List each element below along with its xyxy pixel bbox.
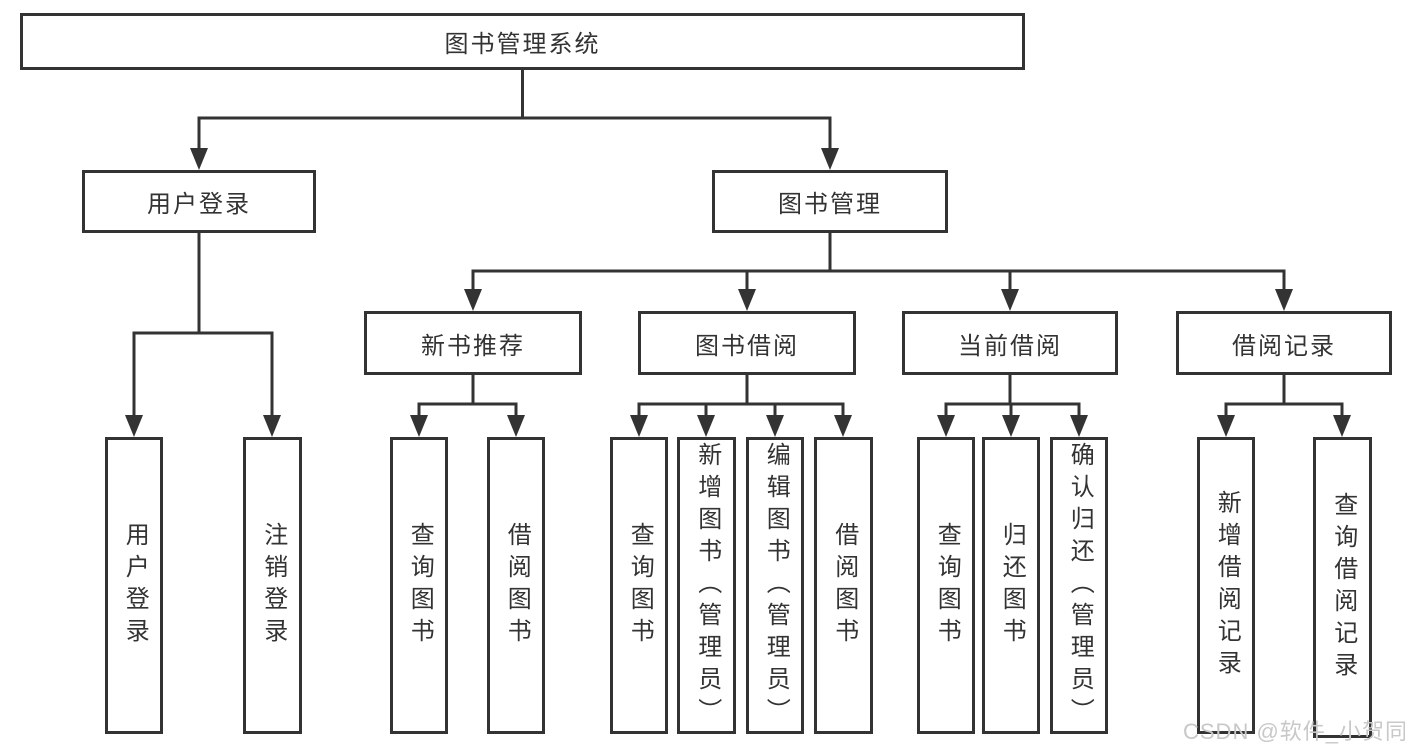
leaf-newbook-borrow-books: 借阅图书 xyxy=(487,437,545,734)
leaf-current-query-books: 查询图书 xyxy=(917,437,975,734)
leaf-current-confirm-return-admin-label: 确认归还（管理员） xyxy=(1066,441,1094,730)
leaf-record-query-borrow-record: 查询借阅记录 xyxy=(1313,437,1372,738)
node-new-book-recommend-label: 新书推荐 xyxy=(421,332,525,360)
leaf-current-confirm-return-admin: 确认归还（管理员） xyxy=(1050,437,1108,734)
leaf-borrow-add-book-admin: 新增图书（管理员） xyxy=(677,437,736,734)
leaf-borrow-edit-book-admin-label: 编辑图书（管理员） xyxy=(762,441,790,730)
leaf-borrow-query-books-label: 查询图书 xyxy=(626,521,654,650)
leaf-borrow-add-book-admin-label: 新增图书（管理员） xyxy=(693,441,721,730)
node-book-management-label: 图书管理 xyxy=(778,191,882,218)
leaf-current-return-books: 归还图书 xyxy=(982,437,1040,734)
leaf-current-query-books-label: 查询图书 xyxy=(933,521,961,650)
connector-new-book-children xyxy=(410,373,525,437)
connector-book-borrow-children xyxy=(630,373,852,437)
leaf-logout: 注销登录 xyxy=(243,437,302,734)
node-book-borrow-label: 图书借阅 xyxy=(695,332,799,360)
connector-current-borrow-children xyxy=(937,373,1088,437)
connector-user-login-children xyxy=(125,231,281,437)
node-root-label: 图书管理系统 xyxy=(444,31,601,58)
node-book-borrow: 图书借阅 xyxy=(638,311,856,375)
leaf-user-login-label: 用户登录 xyxy=(121,521,149,650)
leaf-borrow-borrow-books-label: 借阅图书 xyxy=(830,521,858,650)
connector-borrow-record-children xyxy=(1217,373,1351,437)
node-borrow-record: 借阅记录 xyxy=(1176,311,1392,375)
leaf-record-add-borrow-record: 新增借阅记录 xyxy=(1197,437,1255,734)
leaf-newbook-borrow-books-label: 借阅图书 xyxy=(503,521,531,650)
leaf-record-add-borrow-record-label: 新增借阅记录 xyxy=(1213,489,1241,682)
leaf-user-login: 用户登录 xyxy=(105,437,163,734)
csdn-watermark: CSDN @软件_小贺同学 xyxy=(1183,719,1405,744)
node-user-login: 用户登录 xyxy=(82,170,316,233)
leaf-borrow-edit-book-admin: 编辑图书（管理员） xyxy=(746,437,804,734)
leaf-record-query-borrow-record-label: 查询借阅记录 xyxy=(1329,491,1357,684)
node-current-borrow-label: 当前借阅 xyxy=(958,332,1062,360)
leaf-current-return-books-label: 归还图书 xyxy=(998,521,1026,650)
leaf-logout-label: 注销登录 xyxy=(259,521,287,650)
leaf-borrow-query-books: 查询图书 xyxy=(610,437,668,734)
node-root: 图书管理系统 xyxy=(20,13,1025,70)
node-borrow-record-label: 借阅记录 xyxy=(1232,332,1336,360)
node-new-book-recommend: 新书推荐 xyxy=(364,311,582,375)
node-book-management: 图书管理 xyxy=(712,170,948,233)
connector-book-management-to-level3 xyxy=(464,231,1293,311)
connector-root-to-level2 xyxy=(190,68,839,170)
node-user-login-label: 用户登录 xyxy=(147,191,251,218)
leaf-newbook-query-books: 查询图书 xyxy=(390,437,448,734)
leaf-newbook-query-books-label: 查询图书 xyxy=(406,521,434,650)
node-current-borrow: 当前借阅 xyxy=(902,311,1118,375)
leaf-borrow-borrow-books: 借阅图书 xyxy=(814,437,873,734)
